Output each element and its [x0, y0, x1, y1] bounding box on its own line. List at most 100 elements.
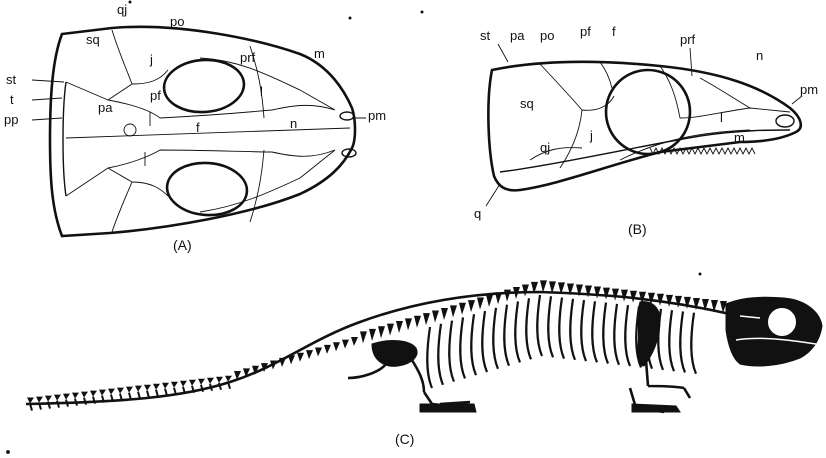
neural-spine: [189, 380, 196, 386]
label-b-q: q: [474, 206, 481, 221]
neural-spine: [459, 303, 466, 315]
neural-spine: [666, 295, 673, 307]
neural-spine: [135, 386, 142, 392]
neural-spine: [297, 353, 304, 362]
chevron-bone: [66, 400, 68, 407]
rib: [471, 314, 476, 375]
neural-spine: [153, 384, 160, 390]
label-b-prf: prf: [680, 32, 696, 47]
rib: [691, 313, 696, 374]
orbit-a-lower: [165, 160, 248, 217]
neural-spine: [207, 378, 214, 384]
rib: [614, 304, 619, 365]
rib: [438, 324, 443, 385]
neural-spine: [99, 390, 106, 396]
caption-b: (B): [628, 221, 647, 237]
rib: [493, 308, 498, 369]
naris-a-upper: [340, 112, 354, 120]
neural-spine: [675, 296, 682, 308]
label-a-t: t: [10, 92, 14, 107]
scapula: [637, 302, 660, 366]
rib: [625, 305, 630, 366]
panel-b-lateral-skull: st pa po pf f prf n pm sq j l qj m q (B): [474, 24, 818, 237]
neural-spine: [396, 321, 403, 333]
rib: [515, 301, 520, 362]
neural-spine: [180, 381, 187, 387]
neural-spine: [171, 382, 178, 388]
orbit-a-upper: [162, 57, 245, 114]
label-b-pa: pa: [510, 28, 525, 43]
neural-spine: [495, 292, 502, 304]
label-a-po: po: [170, 14, 184, 29]
label-a-n: n: [290, 116, 297, 131]
rib: [482, 311, 487, 372]
neural-spine: [306, 350, 313, 359]
neural-spine: [216, 377, 223, 383]
label-a-pa: pa: [98, 100, 113, 115]
label-b-m: m: [734, 130, 745, 145]
chevron-bone: [156, 390, 158, 397]
label-b-f: f: [612, 24, 616, 39]
naris-b: [776, 115, 794, 127]
neural-spine: [45, 396, 52, 402]
panel-c-skeleton: (C): [26, 280, 822, 447]
panel-a-dorsal-skull: qj sq po j pf prf m st t pa f n pm pp l …: [4, 2, 386, 253]
neural-spine: [486, 295, 493, 307]
label-a-pm: pm: [368, 108, 386, 123]
neural-spine: [126, 387, 133, 393]
neural-spine: [504, 290, 511, 302]
neural-spine: [81, 392, 88, 398]
neural-spine: [342, 340, 349, 349]
neural-spine: [603, 288, 610, 300]
rib: [504, 305, 509, 366]
neural-spine: [315, 347, 322, 356]
neural-spine: [423, 313, 430, 325]
rib: [427, 327, 432, 388]
rib: [581, 300, 586, 361]
neural-spine: [387, 324, 394, 336]
occipital-margin: [63, 82, 66, 196]
neural-spine: [117, 388, 124, 394]
rib: [548, 296, 553, 357]
neural-spine: [594, 287, 601, 299]
neural-spine: [162, 383, 169, 389]
label-b-j: j: [589, 128, 593, 143]
rib: [592, 301, 597, 362]
label-b-n: n: [756, 48, 763, 63]
label-a-m: m: [314, 46, 325, 61]
orbit-c: [767, 307, 797, 337]
label-b-st: st: [480, 28, 491, 43]
label-b-pf: pf: [580, 24, 591, 39]
chevron-bone: [84, 398, 86, 405]
label-b-l: l: [720, 110, 723, 125]
neural-spine: [477, 298, 484, 310]
chevron-bone: [57, 401, 59, 408]
caption-c: (C): [395, 431, 414, 447]
rib: [537, 295, 542, 356]
neural-spine: [72, 393, 79, 399]
forefoot: [632, 404, 680, 412]
neural-spine: [378, 326, 385, 338]
neural-spine: [333, 342, 340, 351]
chevron-bone: [147, 391, 149, 398]
neural-spine: [540, 280, 547, 292]
neural-spine: [90, 391, 97, 397]
label-a-pp: pp: [4, 112, 18, 127]
neural-spine: [198, 379, 205, 385]
neural-spine: [522, 284, 529, 296]
neural-spine: [36, 397, 43, 403]
label-b-po: po: [540, 28, 554, 43]
neural-spine: [369, 329, 376, 341]
neural-spine: [468, 300, 475, 312]
neural-spine: [612, 289, 619, 301]
label-a-st: st: [6, 72, 17, 87]
neural-spine: [351, 337, 358, 346]
hindlimb: [348, 360, 470, 408]
rib: [460, 317, 465, 378]
neural-spine: [54, 395, 61, 401]
label-a-sq: sq: [86, 32, 100, 47]
label-b-pm: pm: [800, 82, 818, 97]
parietal-foramen: [124, 124, 136, 136]
label-a-qj: qj: [117, 2, 127, 17]
